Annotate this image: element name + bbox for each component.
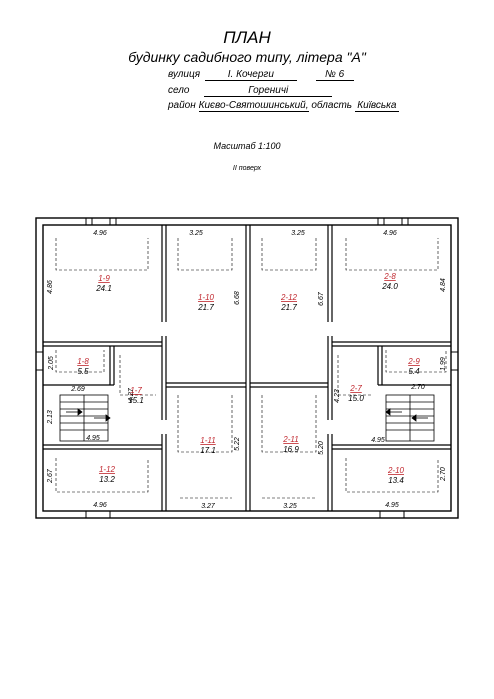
- dim-label: 3.25: [189, 230, 203, 237]
- dim-label: 6.67: [318, 291, 325, 306]
- village-value: Гореничі: [204, 85, 333, 97]
- dim-label: 3.27: [201, 503, 216, 510]
- room-labels: 1-9 24.1 1-10 21.7 2-12 21.7 2-8 24.0 1-…: [77, 272, 420, 485]
- village-label: село: [168, 85, 190, 96]
- room-1-11-area: 17.1: [200, 446, 216, 455]
- dim-label: 4.84: [440, 278, 447, 292]
- dim-label: 4.95: [86, 435, 100, 442]
- dim-label: 2.13: [47, 410, 54, 425]
- dim-label: 2.69: [70, 386, 85, 393]
- dim-label: 4.96: [93, 230, 107, 237]
- dim-label: 2.05: [48, 356, 55, 371]
- street-value: І. Кочерги: [204, 69, 297, 81]
- dim-label: 5.20: [318, 441, 325, 455]
- street-label: вулиця: [168, 69, 201, 80]
- room-2-8-area: 24.0: [381, 282, 398, 291]
- street-row: вулиця І. Кочерги № 6: [168, 69, 354, 81]
- room-2-11-number: 2-11: [282, 435, 298, 444]
- room-2-9-number: 2-9: [407, 357, 420, 366]
- door-openings: [161, 322, 333, 434]
- dim-label: 4.95: [385, 502, 399, 509]
- room-1-7-number: 1-7: [130, 386, 142, 395]
- outer-walls: [35, 217, 459, 519]
- dimension-labels: 4.96 4.86 3.25 3.25 4.96 4.84 6.68 6.67 …: [47, 230, 447, 510]
- room-1-10-number: 1-10: [198, 293, 215, 302]
- floor-label: ІІ поверх: [232, 165, 262, 172]
- dim-label: 4.86: [47, 280, 54, 294]
- room-1-9-number: 1-9: [98, 274, 110, 283]
- room-2-11-area: 16.9: [283, 445, 299, 454]
- plan-title: ПЛАН: [223, 28, 271, 47]
- room-1-8-number: 1-8: [77, 357, 89, 366]
- room-1-10-area: 21.7: [197, 303, 214, 312]
- dim-label: 4.23: [334, 389, 341, 403]
- interior-walls: [43, 225, 451, 511]
- dim-label: 2.70: [410, 384, 425, 391]
- room-1-11-number: 1-11: [200, 436, 215, 445]
- stairs-right: [385, 394, 435, 442]
- scale-label: Масштаб 1:100: [213, 141, 281, 151]
- district-label: район: [168, 100, 196, 111]
- room-1-12-area: 13.2: [99, 475, 115, 484]
- dim-label: 4.27: [128, 387, 135, 402]
- oblast-value: Київська: [354, 100, 399, 112]
- plan-subtitle: будинку садибного типу, літера "А": [128, 49, 366, 65]
- dim-label: 3.25: [291, 230, 305, 237]
- window-marks: [36, 218, 458, 518]
- room-1-8-area: 5.5: [77, 367, 89, 376]
- dim-label: 4.96: [383, 230, 397, 237]
- oblast-label: область: [311, 100, 353, 111]
- dim-label: 4.96: [93, 502, 107, 509]
- dim-label: 1.99: [440, 357, 447, 371]
- room-2-9-area: 5.4: [408, 367, 420, 376]
- room-2-12-number: 2-12: [280, 293, 298, 302]
- district-row: район Києво-Святошинський, область Київс…: [168, 100, 399, 112]
- room-1-9-area: 24.1: [95, 284, 112, 293]
- dim-label: 5.22: [234, 437, 241, 451]
- district-value: Києво-Святошинський,: [198, 100, 309, 112]
- room-1-7-area: 15.1: [128, 396, 144, 405]
- dim-label: 3.25: [283, 503, 297, 510]
- room-2-8-number: 2-8: [383, 272, 396, 281]
- dim-label: 2.70: [440, 467, 447, 482]
- village-row: село Гореничі: [168, 85, 333, 97]
- room-2-10-number: 2-10: [387, 466, 405, 475]
- house-number: № 6: [315, 69, 354, 81]
- room-2-10-area: 13.4: [388, 476, 404, 485]
- dim-label: 6.68: [234, 291, 241, 305]
- room-2-12-area: 21.7: [280, 303, 297, 312]
- room-1-12-number: 1-12: [99, 465, 116, 474]
- dim-label: 2.67: [47, 468, 54, 484]
- dim-label: 4.95: [371, 437, 385, 444]
- room-2-7-area: 15.0: [348, 394, 364, 403]
- stairs-left: [59, 394, 111, 442]
- room-2-7-number: 2-7: [349, 384, 362, 393]
- dimension-leaders: [55, 238, 447, 499]
